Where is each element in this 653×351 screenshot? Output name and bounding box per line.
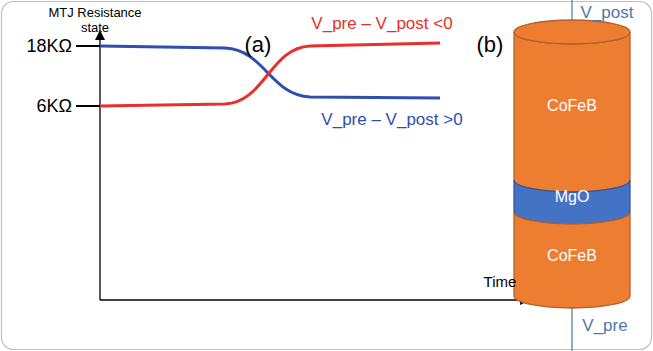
cylinder-top [514,20,630,44]
layer-node: CoFeB [541,244,603,268]
layer-node: MgO [549,185,596,209]
cofeb-layer [514,212,630,308]
level-value: 6KΩ [37,96,72,117]
cofeb-layer [514,32,630,192]
tick [76,45,100,47]
tick [76,105,100,107]
signal-name: V_pre [582,316,627,336]
panel-label: (a) [245,32,272,57]
wire [571,0,572,20]
y-axis [99,32,100,300]
axis-title: MTJ Resistance state [41,6,149,36]
panel-label: (b) [477,32,504,57]
level-value: 18KΩ [27,36,72,57]
wire [571,308,572,351]
x-axis [100,299,528,300]
curve-label: V_pre – V_post >0 [321,110,462,130]
axis-title: Time [484,273,517,290]
curve-label: V_pre – V_post <0 [311,14,452,34]
mgo-layer-label: MgO [555,188,590,206]
mgo-layer [514,180,630,224]
cofeb-layer-label: CoFeB [547,247,597,265]
layer-node: CoFeB [541,94,603,118]
signal-name: V_post [581,3,634,23]
cofeb-layer-label: CoFeB [547,97,597,115]
